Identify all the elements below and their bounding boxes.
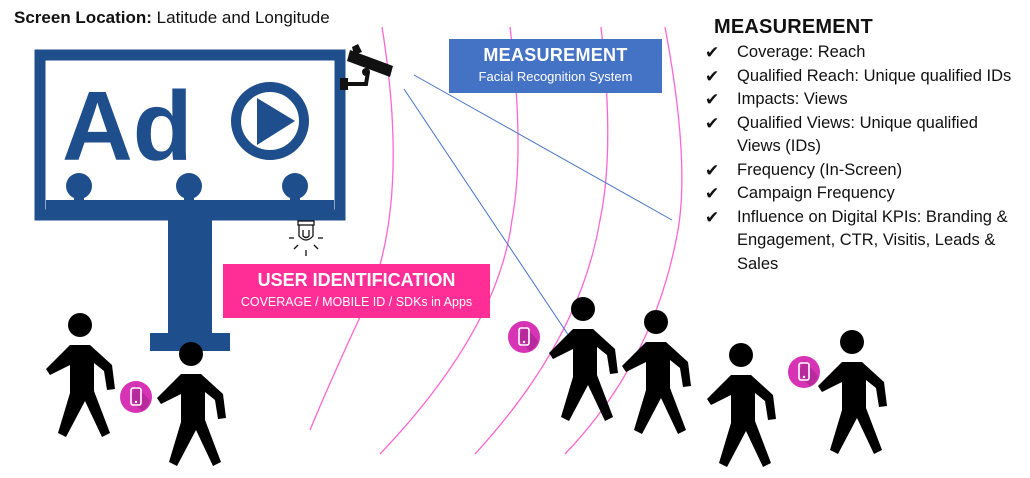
billboard-ad-text: Ad	[62, 71, 193, 181]
screen-location-value: Latitude and Longitude	[156, 8, 330, 27]
list-item: ✔ Impacts: Views	[705, 88, 1025, 112]
beacon-sensor-icon	[289, 220, 323, 256]
billboard-light	[176, 173, 202, 199]
list-item: ✔ Qualified Reach: Unique qualified IDs	[705, 65, 1025, 89]
user-identification-title: USER IDENTIFICATION	[257, 270, 456, 290]
walking-person-icon	[622, 310, 691, 434]
list-item: ✔ Qualified Views: Unique qualified Views…	[705, 112, 1025, 159]
walking-person-icon	[157, 342, 226, 466]
list-item-text: Coverage: Reach	[737, 43, 866, 61]
checkmark-icon: ✔	[705, 113, 720, 133]
smartphone-icon	[507, 320, 541, 354]
billboard-post	[168, 215, 212, 335]
screen-location-caption: Screen Location: Latitude and Longitude	[14, 8, 330, 28]
checkmark-icon: ✔	[705, 207, 720, 227]
checkmark-icon: ✔	[705, 90, 720, 109]
list-item-text: Impacts: Views	[737, 90, 848, 108]
camera-rays	[403, 74, 673, 373]
measurement-list-title: MEASUREMENT	[714, 16, 873, 38]
measurement-list: MEASUREMENT ✔ Coverage: Reach ✔ Qualified …	[705, 16, 1025, 276]
list-item: ✔ Frequency (In-Screen)	[705, 159, 1025, 183]
checkmark-icon: ✔	[705, 184, 720, 203]
measurement-box-subtitle: Facial Recognition System	[478, 69, 633, 84]
billboard-foot	[150, 333, 230, 351]
walking-person-icon	[46, 313, 115, 437]
signal-arc	[564, 26, 683, 455]
signal-arc	[379, 26, 519, 455]
list-item-text: Influence on Digital KPIs: Branding & En…	[737, 207, 1008, 273]
list-item-text: Frequency (In-Screen)	[737, 160, 903, 179]
signal-arc	[474, 26, 609, 455]
list-item: ✔ Influence on Digital KPIs: Branding & E…	[705, 206, 1025, 277]
user-identification-box: USER IDENTIFICATION COVERAGE / MOBILE ID…	[223, 264, 490, 318]
list-item: ✔ Coverage: Reach	[705, 41, 1025, 65]
measurement-box: MEASUREMENT Facial Recognition System	[449, 39, 662, 93]
billboard-light	[282, 173, 308, 199]
checkmark-icon: ✔	[705, 43, 720, 62]
camera-ray	[413, 74, 673, 221]
smartphone-icon	[119, 380, 153, 414]
walking-person-icon	[707, 343, 776, 467]
play-circle-icon	[231, 82, 309, 160]
screen-location-label: Screen Location:	[14, 8, 152, 27]
billboard	[34, 49, 346, 351]
list-item: ✔ Campaign Frequency	[705, 182, 1025, 206]
user-identification-subtitle: COVERAGE / MOBILE ID / SDKs in Apps	[240, 295, 473, 309]
list-item-text: Campaign Frequency	[737, 184, 895, 202]
measurement-box-title: MEASUREMENT	[483, 45, 628, 65]
play-triangle	[257, 98, 295, 145]
checkmark-icon: ✔	[705, 66, 720, 86]
checkmark-icon: ✔	[705, 160, 720, 180]
smartphone-icon	[787, 355, 821, 389]
security-camera-icon	[340, 44, 393, 90]
list-item-text: Qualified Reach: Unique qualified IDs	[737, 66, 1012, 85]
signal-arc	[309, 26, 394, 431]
billboard-light	[66, 173, 92, 199]
walking-person-icon	[818, 330, 887, 454]
list-item-text: Qualified Views: Unique qualified Views …	[737, 113, 978, 156]
camera-ray	[403, 88, 594, 373]
billboard-base-bar	[46, 200, 334, 218]
